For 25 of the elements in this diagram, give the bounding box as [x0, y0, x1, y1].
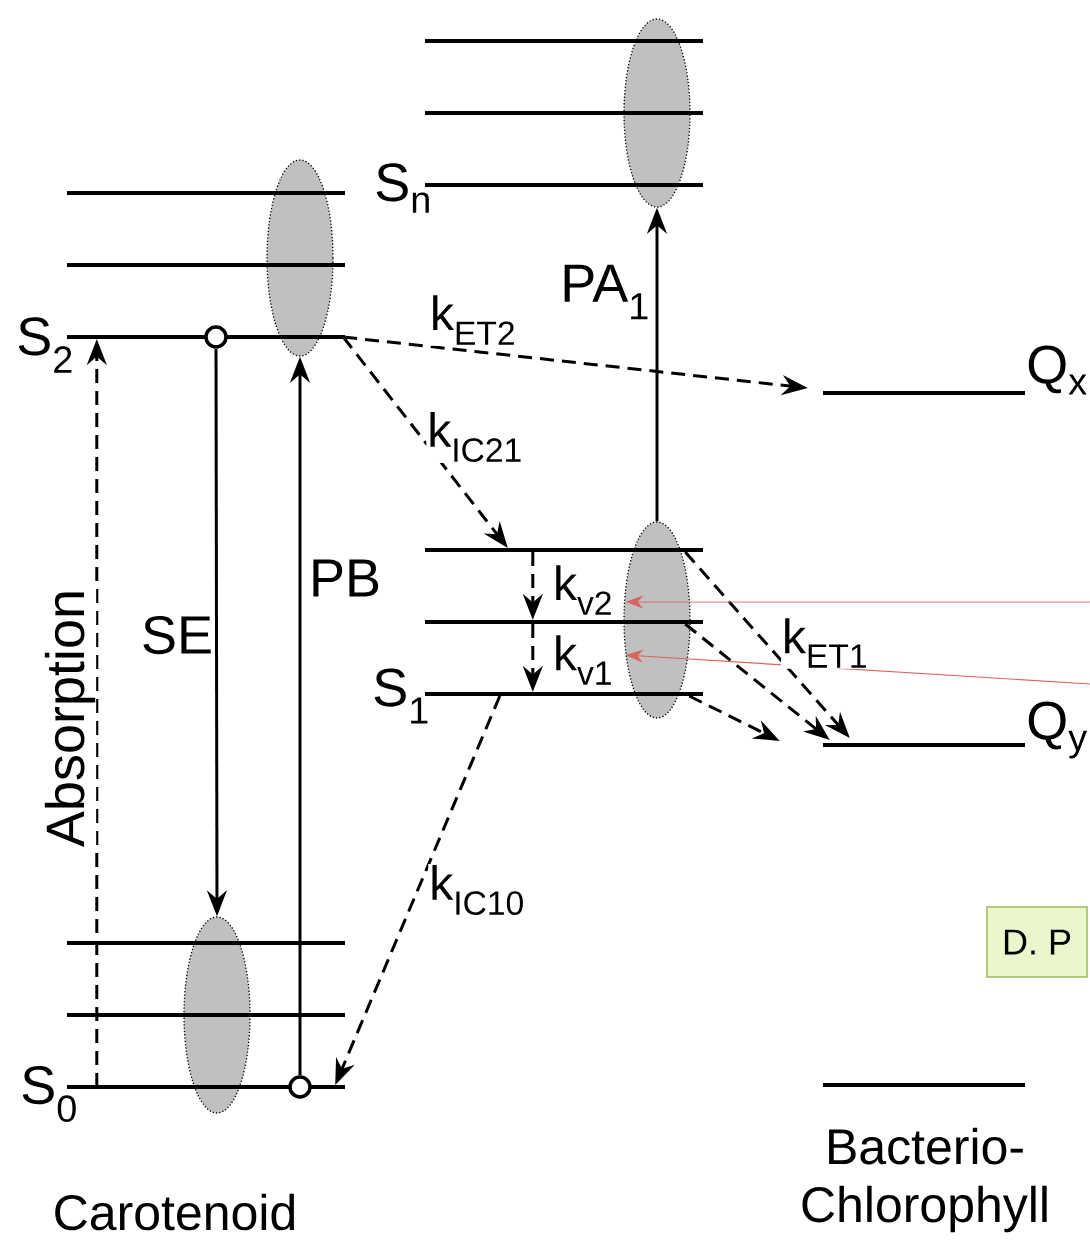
level-label: S$_{2}$	[18, 317, 72, 373]
edge-label: k$_{v2}$	[552, 564, 614, 616]
edge-label: k$_{IC21}$	[426, 411, 524, 463]
note-box: D. P	[986, 906, 1088, 978]
edge-label: k$_{IC10}$	[428, 864, 526, 916]
molecule-label: Carotenoid	[55, 1193, 295, 1231]
level-label: S$_{0}$	[22, 1066, 76, 1122]
level-label: S$_{n}$	[376, 163, 429, 213]
state-ellipse	[266, 159, 334, 357]
level-label: Q$_{x}$	[1028, 345, 1087, 395]
state-ellipse	[623, 521, 691, 719]
edge-label: k$_{ET2}$	[428, 294, 518, 346]
edge-label: k$_{ET1}$	[780, 617, 870, 669]
edge-label: PB	[308, 558, 382, 598]
open-circle	[204, 325, 228, 349]
state-ellipse	[623, 18, 691, 208]
edge-label: PA$_{1}$	[559, 263, 651, 321]
state-ellipse	[183, 916, 251, 1114]
edge-label: k$_{v1}$	[552, 634, 614, 686]
molecule-label: Bacterio- Chlorophyll	[802, 1127, 1047, 1233]
open-circle	[288, 1075, 312, 1099]
edge-label: Absorption	[43, 587, 97, 849]
edge-label: SE	[140, 614, 214, 656]
level-label: Q$_{y}$	[1028, 701, 1088, 759]
level-label: S$_{1}$	[374, 668, 428, 724]
